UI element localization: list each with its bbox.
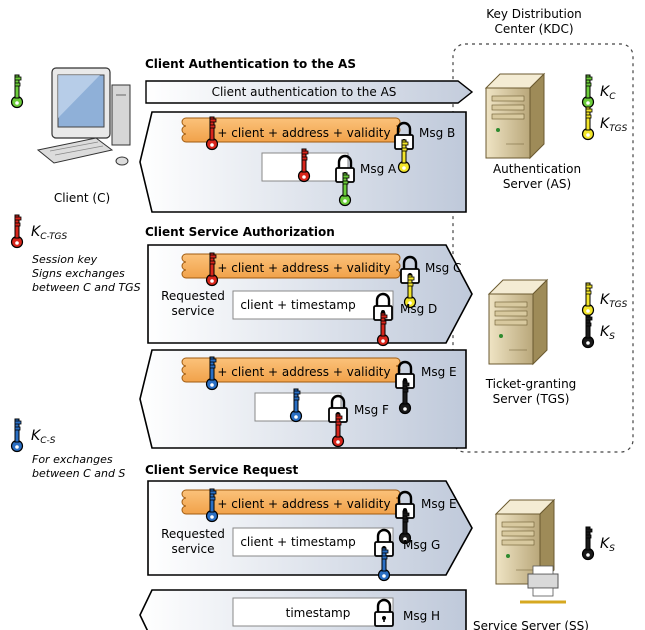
msg-e2-label: Msg E xyxy=(421,497,457,511)
requested-service-line2: service xyxy=(172,304,215,318)
kcs-key-label: KC-S xyxy=(31,428,56,446)
band-tgs-request: + client + address + validity Msg C Requ… xyxy=(147,244,473,347)
msg-e-label: Msg E xyxy=(421,365,457,379)
msg-g-box xyxy=(232,527,394,557)
requested-service2-line2: service xyxy=(172,542,215,556)
requested-service2-line1: Requested xyxy=(161,527,225,541)
ss-ks-label: KS xyxy=(600,536,615,554)
section-request-title: Client Service Request xyxy=(145,463,298,477)
kcs-note-line1: For exchanges xyxy=(32,453,113,466)
tgs-label-line1: Ticket-granting xyxy=(485,377,577,391)
tgs-ktgs-label: KTGS xyxy=(600,292,628,310)
tgs-ktgs-key-icon xyxy=(581,282,595,317)
client-computer-icon xyxy=(36,67,131,166)
ss-ks-key-icon xyxy=(581,526,595,561)
msg-d-label: Msg D xyxy=(400,302,437,316)
as-kc-label: KC xyxy=(600,84,616,102)
auth-request-label: Client authentication to the AS xyxy=(212,85,397,99)
as-ktgs-key-icon xyxy=(581,106,595,141)
tgs-ks-key-icon xyxy=(581,314,595,349)
ticket4-text: + client + address + validity xyxy=(217,497,390,511)
section-auth-title: Client Authentication to the AS xyxy=(145,57,356,71)
client-label: Client (C) xyxy=(54,191,110,205)
section-authz-title: Client Service Authorization xyxy=(145,225,335,239)
kcs-note-line2: between C and S xyxy=(32,467,125,480)
as-label-line1: Authentication xyxy=(493,162,581,176)
requested-service-line1: Requested xyxy=(161,289,225,303)
band-tgs-reply: + client + address + validity Msg E Msg … xyxy=(139,349,467,449)
msg-c-label: Msg C xyxy=(425,261,461,275)
kctgs-note-line1: Session key xyxy=(32,253,98,266)
kdc-boundary xyxy=(452,43,634,453)
kctgs-note-line2: Signs exchanges xyxy=(32,267,125,280)
tgs-ks-label: KS xyxy=(600,324,615,342)
msg-a-label: Msg A xyxy=(360,162,397,176)
band-ss-request: + client + address + validity Msg E Requ… xyxy=(147,480,473,582)
msg-h-label: Msg H xyxy=(403,609,440,623)
msg-h-text: timestamp xyxy=(286,606,351,620)
ticket-tgt-2 xyxy=(181,253,401,279)
msg-d-box xyxy=(232,290,394,320)
kctgs-key-icon xyxy=(10,214,24,249)
msg-b-label: Msg B xyxy=(419,126,455,140)
kctgs-note-line3: between C and TGS xyxy=(32,281,141,294)
kcs-key-icon xyxy=(10,418,24,453)
msg-d-text: client + timestamp xyxy=(240,298,355,312)
as-kc-key-icon xyxy=(581,74,595,109)
kctgs-key-label: KC-TGS xyxy=(31,224,68,242)
as-ktgs-label: KTGS xyxy=(600,116,628,134)
ticket-text: + client + address + validity xyxy=(217,126,390,140)
ticket2-text: + client + address + validity xyxy=(217,261,390,275)
tgs-label-line2: Server (TGS) xyxy=(493,392,570,406)
band-as-reply: + client + address + validity Msg B Msg … xyxy=(139,111,467,213)
band-ss-reply: timestamp Msg H xyxy=(139,589,467,630)
msg-g-label: Msg G xyxy=(403,538,440,552)
as-server-icon xyxy=(485,73,545,159)
auth-request-arrow xyxy=(145,80,474,104)
msg-g-text: client + timestamp xyxy=(240,535,355,549)
ss-server-icon xyxy=(495,499,566,604)
kdc-label-line2: Center (KDC) xyxy=(494,22,573,36)
client-kc-key-icon xyxy=(10,74,24,109)
tgs-server-icon xyxy=(488,279,548,365)
ticket3-text: + client + address + validity xyxy=(217,365,390,379)
msg-f-label: Msg F xyxy=(354,403,389,417)
ss-label: Service Server (SS) xyxy=(473,619,589,630)
as-label-line2: Server (AS) xyxy=(503,177,571,191)
msg-h-box xyxy=(232,597,394,627)
kdc-label-line1: Key Distribution xyxy=(486,7,582,21)
